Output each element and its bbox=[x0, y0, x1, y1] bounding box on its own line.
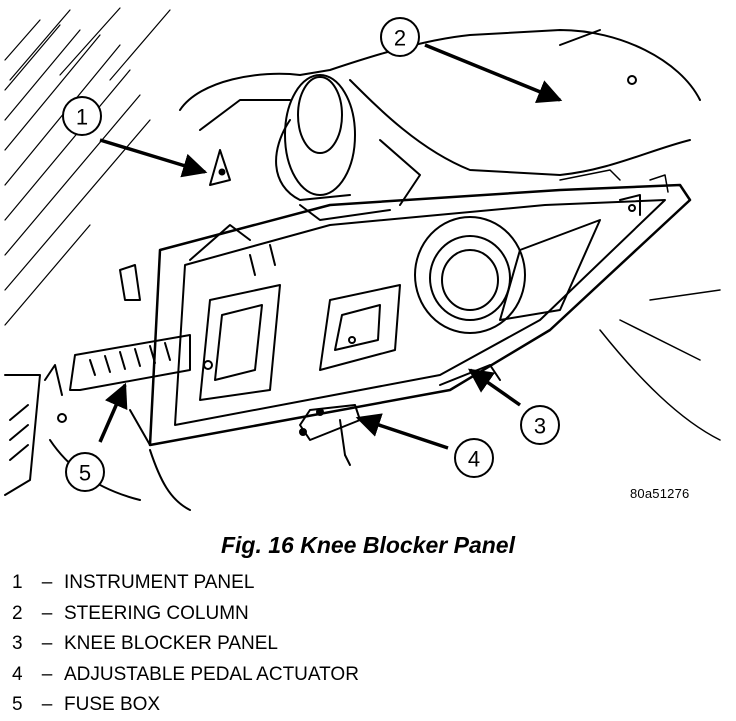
legend-number: 3 bbox=[12, 633, 23, 655]
callout-3-circle bbox=[520, 405, 560, 445]
column-opening-shape bbox=[414, 216, 526, 334]
right-background-lines bbox=[559, 169, 721, 441]
legend-item: 4 – ADJUSTABLE PEDAL ACTUATOR bbox=[12, 660, 359, 691]
arrow-4 bbox=[355, 413, 449, 450]
legend-number: 1 bbox=[12, 572, 23, 594]
callout-5-label: 5 bbox=[79, 461, 91, 486]
callout-4-label: 4 bbox=[468, 447, 480, 472]
fuse-box-shape bbox=[44, 264, 191, 423]
arrow-5 bbox=[98, 382, 128, 443]
legend-item: 5 – FUSE BOX bbox=[12, 690, 359, 721]
legend-number: 2 bbox=[12, 602, 23, 624]
callout-3-label: 3 bbox=[534, 414, 546, 439]
arrow-1 bbox=[99, 138, 208, 178]
legend-number: 5 bbox=[12, 694, 23, 716]
legend-list: 1 – INSTRUMENT PANEL 2 – STEERING COLUMN… bbox=[12, 568, 359, 721]
callout-1-circle bbox=[62, 96, 102, 136]
figure-code: 80a51276 bbox=[630, 486, 690, 501]
callout-2-label: 2 bbox=[394, 26, 406, 51]
callout-arrows bbox=[98, 43, 563, 450]
knee-blocker-panel-shape bbox=[129, 183, 692, 447]
arrow-3 bbox=[467, 368, 522, 407]
callout-4-circle bbox=[454, 438, 494, 478]
instrument-panel-shape bbox=[179, 29, 701, 186]
legend-dash: – bbox=[41, 572, 53, 594]
legend-label: STEERING COLUMN bbox=[64, 602, 249, 624]
callout-circles bbox=[62, 17, 560, 492]
legend-label: KNEE BLOCKER PANEL bbox=[64, 633, 279, 655]
legend-label: ADJUSTABLE PEDAL ACTUATOR bbox=[64, 663, 359, 685]
figure-caption: Fig. 16 Knee Blocker Panel bbox=[220, 532, 515, 558]
legend-label: INSTRUMENT PANEL bbox=[64, 572, 255, 594]
pedal-actuator-shape bbox=[299, 404, 361, 466]
knee-blocker-illustration: 1 2 3 4 5 bbox=[4, 7, 721, 511]
legend-number: 4 bbox=[12, 663, 23, 685]
legend-dash: – bbox=[41, 602, 53, 624]
arrow-2 bbox=[424, 43, 563, 104]
legend-item: 3 – KNEE BLOCKER PANEL bbox=[12, 629, 359, 660]
steering-column-shape bbox=[275, 74, 421, 221]
legend-dash: – bbox=[41, 633, 53, 655]
callout-labels: 1 2 3 4 5 bbox=[76, 26, 546, 486]
legend-item: 1 – INSTRUMENT PANEL bbox=[12, 568, 359, 599]
background-hatching bbox=[4, 7, 171, 326]
legend-item: 2 – STEERING COLUMN bbox=[12, 599, 359, 630]
callout-2-circle bbox=[380, 17, 420, 57]
legend-dash: – bbox=[41, 663, 53, 685]
legend-dash: – bbox=[41, 694, 53, 716]
callout-5-circle bbox=[65, 452, 105, 492]
callout-1-label: 1 bbox=[76, 105, 88, 130]
legend-label: FUSE BOX bbox=[64, 694, 161, 716]
